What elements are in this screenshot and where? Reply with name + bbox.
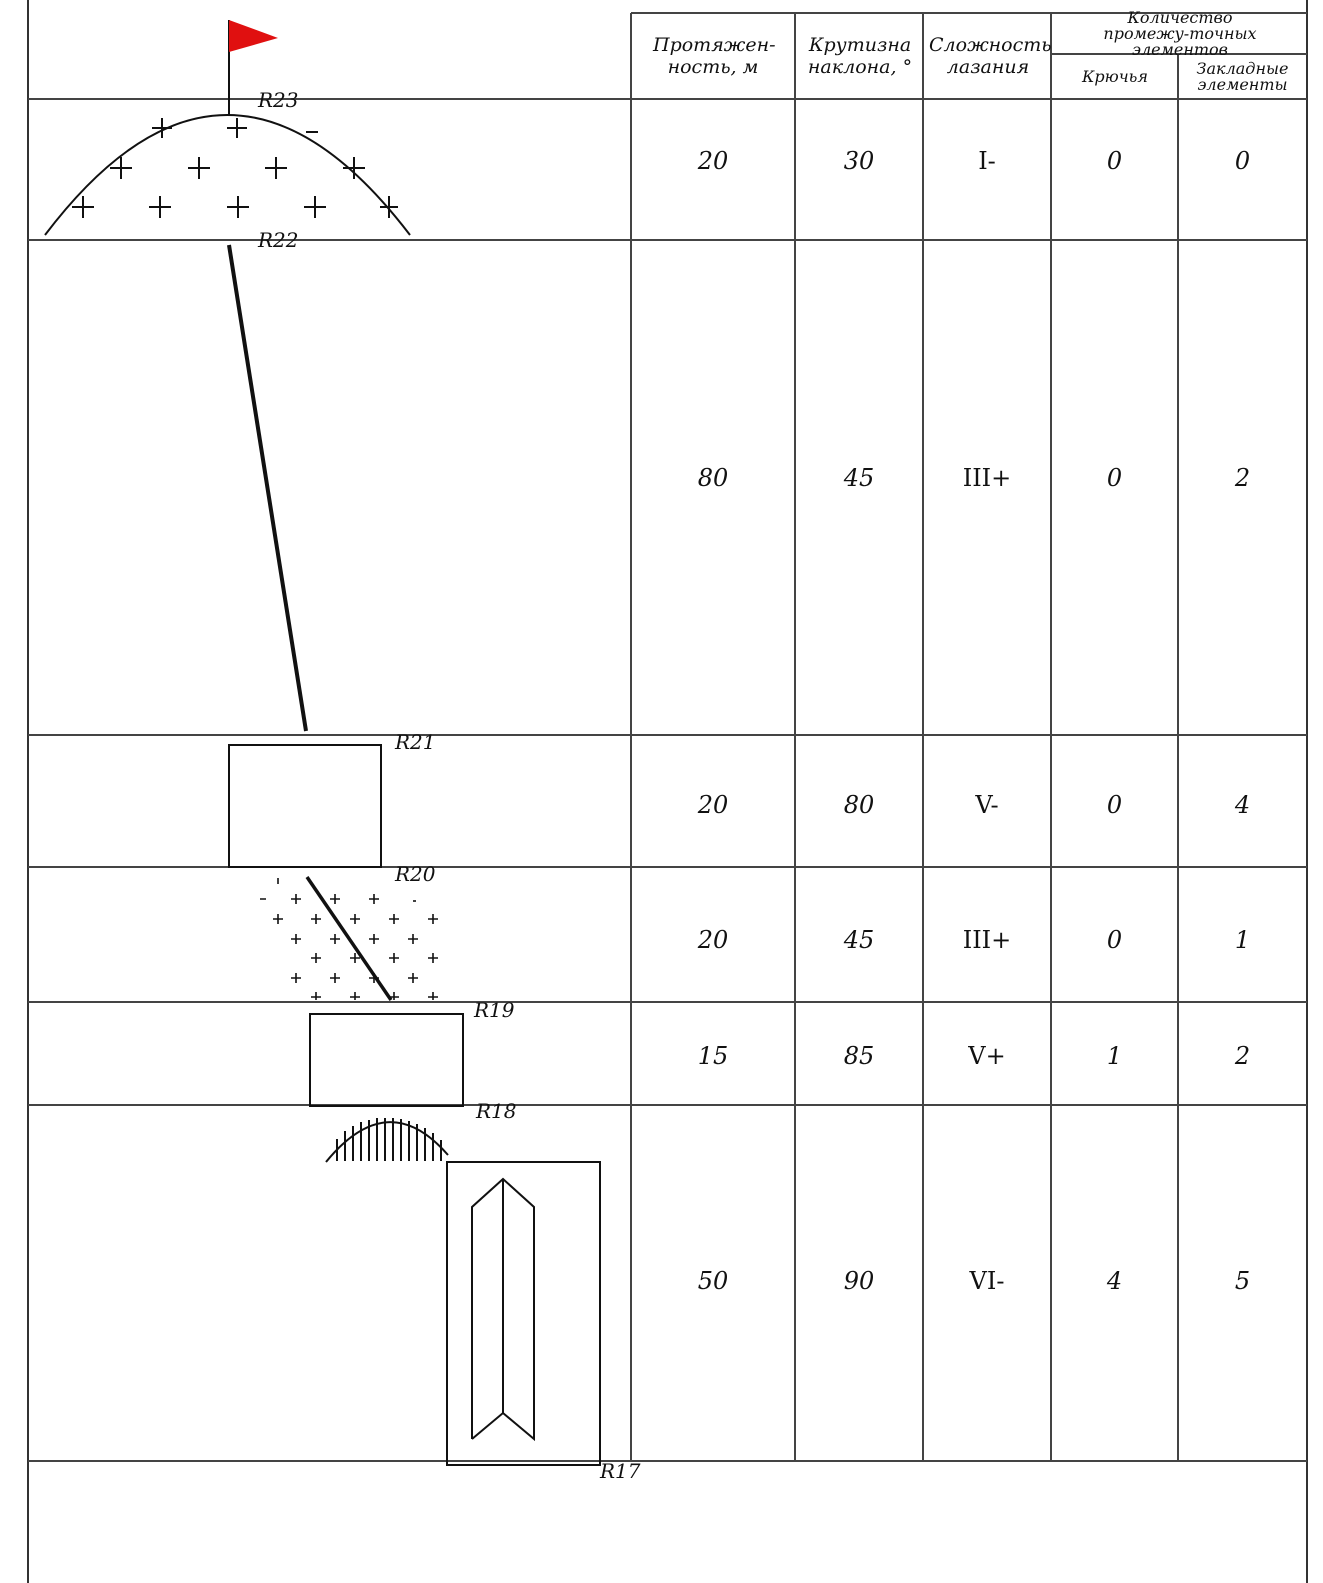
- cell-difficulty: V-: [975, 791, 999, 819]
- table-grid: [630, 12, 1307, 1461]
- header-difficulty: Сложность лазания: [929, 34, 1052, 78]
- overhang-icon: [325, 1118, 449, 1163]
- header-steepness: Крутизна наклона, °: [807, 34, 913, 78]
- cell-steepness: 85: [843, 1042, 875, 1070]
- cell-hooks: 0: [1106, 147, 1123, 175]
- cell-length: 20: [697, 147, 729, 175]
- cell-length: 15: [697, 1042, 729, 1070]
- dihedral-corner-icon: [446, 1161, 601, 1466]
- cell-chocks: 2: [1234, 1042, 1251, 1070]
- cell-length: 20: [697, 926, 729, 954]
- route-point-label-r22: R22: [258, 228, 299, 252]
- header-hooks: Крючья: [1082, 67, 1148, 86]
- cell-difficulty: V+: [968, 1042, 1006, 1070]
- summit-dome-icon: [44, 114, 411, 236]
- wall-block-icon: [228, 744, 382, 868]
- row-dividers: [28, 98, 1307, 1462]
- cell-steepness: 45: [843, 926, 875, 954]
- route-point-label-r19: R19: [474, 998, 515, 1022]
- header-intermediate-elements: Количество промежу-точных элементов: [1103, 8, 1257, 59]
- cell-length: 50: [697, 1267, 729, 1295]
- cell-hooks: 0: [1106, 926, 1123, 954]
- cell-hooks: 1: [1106, 1042, 1123, 1070]
- route-point-label-r18: R18: [476, 1099, 517, 1123]
- cell-chocks: 5: [1234, 1267, 1251, 1295]
- cell-length: 20: [697, 791, 729, 819]
- cell-chocks: 4: [1234, 791, 1251, 819]
- cell-difficulty: III+: [962, 464, 1012, 492]
- cell-chocks: 0: [1234, 147, 1251, 175]
- cell-steepness: 80: [843, 791, 875, 819]
- route-point-label-r21: R21: [395, 730, 436, 754]
- cell-difficulty: VI-: [969, 1267, 1005, 1295]
- header-chocks: Закладные элементы: [1196, 59, 1289, 94]
- cell-hooks: 4: [1106, 1267, 1123, 1295]
- cell-hooks: 0: [1106, 464, 1123, 492]
- cell-steepness: 30: [843, 147, 875, 175]
- route-point-label-r23: R23: [258, 88, 299, 112]
- cell-difficulty: III+: [962, 926, 1012, 954]
- cell-steepness: 90: [843, 1267, 875, 1295]
- route-point-label-r20: R20: [395, 862, 436, 886]
- header-length: Протяжен-ность, м: [653, 34, 776, 78]
- wall-block-2-icon: [309, 1013, 464, 1107]
- cell-difficulty: I-: [978, 147, 996, 175]
- cell-hooks: 0: [1106, 791, 1123, 819]
- cell-steepness: 45: [843, 464, 875, 492]
- cell-chocks: 1: [1234, 926, 1251, 954]
- route-point-label-r17: R17: [600, 1459, 641, 1483]
- summit-flag-icon: [228, 20, 278, 116]
- cell-chocks: 2: [1234, 464, 1251, 492]
- slab-line-icon: [227, 244, 308, 732]
- cell-length: 80: [697, 464, 729, 492]
- broken-rock-icon: [260, 876, 438, 1001]
